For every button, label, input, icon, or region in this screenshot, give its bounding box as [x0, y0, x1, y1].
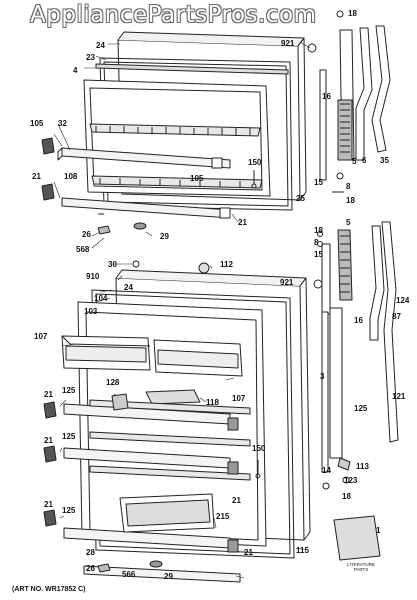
callout-4: 4 [73, 66, 78, 75]
callout-113: 113 [356, 462, 369, 471]
butter-tray-118 [145, 389, 201, 405]
callout-1: 1 [376, 526, 381, 535]
callout-3: 3 [320, 372, 325, 381]
hinge-arm-6 [355, 27, 373, 161]
callout-8: 8 [346, 182, 351, 191]
callout-910: 910 [86, 272, 100, 281]
callout-921: 921 [281, 39, 295, 48]
leader-lines [53, 41, 311, 579]
door-bottom-rail [83, 565, 241, 583]
callout-26: 26 [82, 230, 91, 239]
callout-921: 921 [280, 278, 294, 287]
lower-trim-group [313, 221, 399, 561]
callout-8: 8 [314, 238, 319, 247]
trim-strip-125 [329, 307, 343, 459]
callout-25: 25 [296, 194, 305, 203]
part-29 [133, 222, 147, 230]
callout-21: 21 [44, 390, 53, 399]
callout-121: 121 [392, 392, 406, 401]
part-29-bottom [149, 560, 163, 568]
callout-150: 150 [248, 158, 262, 167]
trim-strip-lower-5 [337, 229, 353, 301]
callout-15: 15 [314, 250, 323, 259]
callout-128: 128 [106, 378, 120, 387]
callout-18: 18 [348, 9, 357, 18]
callout-5: 5 [346, 218, 351, 227]
callout-29: 29 [160, 232, 169, 241]
callout-23: 23 [86, 53, 95, 62]
callout-568: 568 [76, 245, 90, 254]
callout-125: 125 [62, 386, 76, 395]
callout-28: 28 [86, 548, 95, 557]
callout-21: 21 [44, 500, 53, 509]
callout-150: 150 [252, 444, 266, 453]
freezer-door-shelf [89, 123, 261, 137]
callout-21: 21 [44, 436, 53, 445]
fresh-food-door-group [43, 260, 311, 583]
callout-6: 6 [362, 156, 367, 165]
callout-566: 566 [122, 570, 136, 579]
callout-125: 125 [62, 432, 76, 441]
freezer-door-group [41, 31, 307, 235]
callout-35: 35 [380, 156, 389, 165]
freezer-door-rail-108 [61, 197, 231, 219]
callout-21: 21 [244, 548, 253, 557]
callout-87: 87 [392, 312, 401, 321]
callout-21: 21 [238, 218, 247, 227]
callout-18: 18 [314, 226, 323, 235]
callout-32: 32 [58, 119, 67, 128]
callout-26: 26 [86, 564, 95, 573]
hinge-arm-124 [369, 225, 385, 341]
freezer-door-rail-32 [61, 147, 231, 169]
upper-trim-group [307, 10, 391, 193]
callout-5: 5 [352, 157, 357, 166]
callout-21: 21 [32, 172, 41, 181]
callout-18: 18 [342, 492, 351, 501]
callout-30: 30 [108, 260, 117, 269]
callout-125: 125 [62, 506, 76, 515]
part-26-bottom [97, 563, 111, 573]
callout-107: 107 [232, 394, 246, 403]
callout-18: 18 [346, 196, 355, 205]
trim-strip-15 [321, 243, 331, 315]
literature-sheet [333, 515, 381, 561]
callout-105: 105 [190, 174, 204, 183]
callout-115: 115 [296, 546, 309, 555]
callout-215: 215 [216, 512, 230, 521]
callout-24: 24 [124, 283, 133, 292]
callout-104: 104 [94, 294, 108, 303]
callout-124: 124 [396, 296, 410, 305]
callout-105: 105 [30, 119, 44, 128]
art-number: (ART NO. WR17852 C) [12, 586, 86, 593]
hinge-arm-35 [371, 25, 391, 153]
watermark: AppliancePartsPros.com [30, 2, 317, 28]
callout-107: 107 [34, 332, 48, 341]
callout-16: 16 [322, 92, 331, 101]
callout-112: 112 [220, 260, 233, 269]
callout-15: 15 [314, 178, 323, 187]
callout-21: 21 [232, 496, 241, 505]
hinge-arm-121 [381, 221, 399, 443]
callout-125: 125 [354, 404, 368, 413]
shelf-end-cap-105 [41, 137, 55, 155]
literature-label: LITERATURE PARTS [347, 562, 375, 572]
callout-24: 24 [96, 41, 105, 50]
callout-29: 29 [164, 572, 173, 581]
callout-118: 118 [206, 398, 219, 407]
callout-123: 123 [344, 476, 358, 485]
callout-16: 16 [354, 316, 363, 325]
callout-14: 14 [322, 466, 331, 475]
callout-108: 108 [64, 172, 78, 181]
callout-103: 103 [84, 307, 98, 316]
part-26 [97, 225, 111, 235]
